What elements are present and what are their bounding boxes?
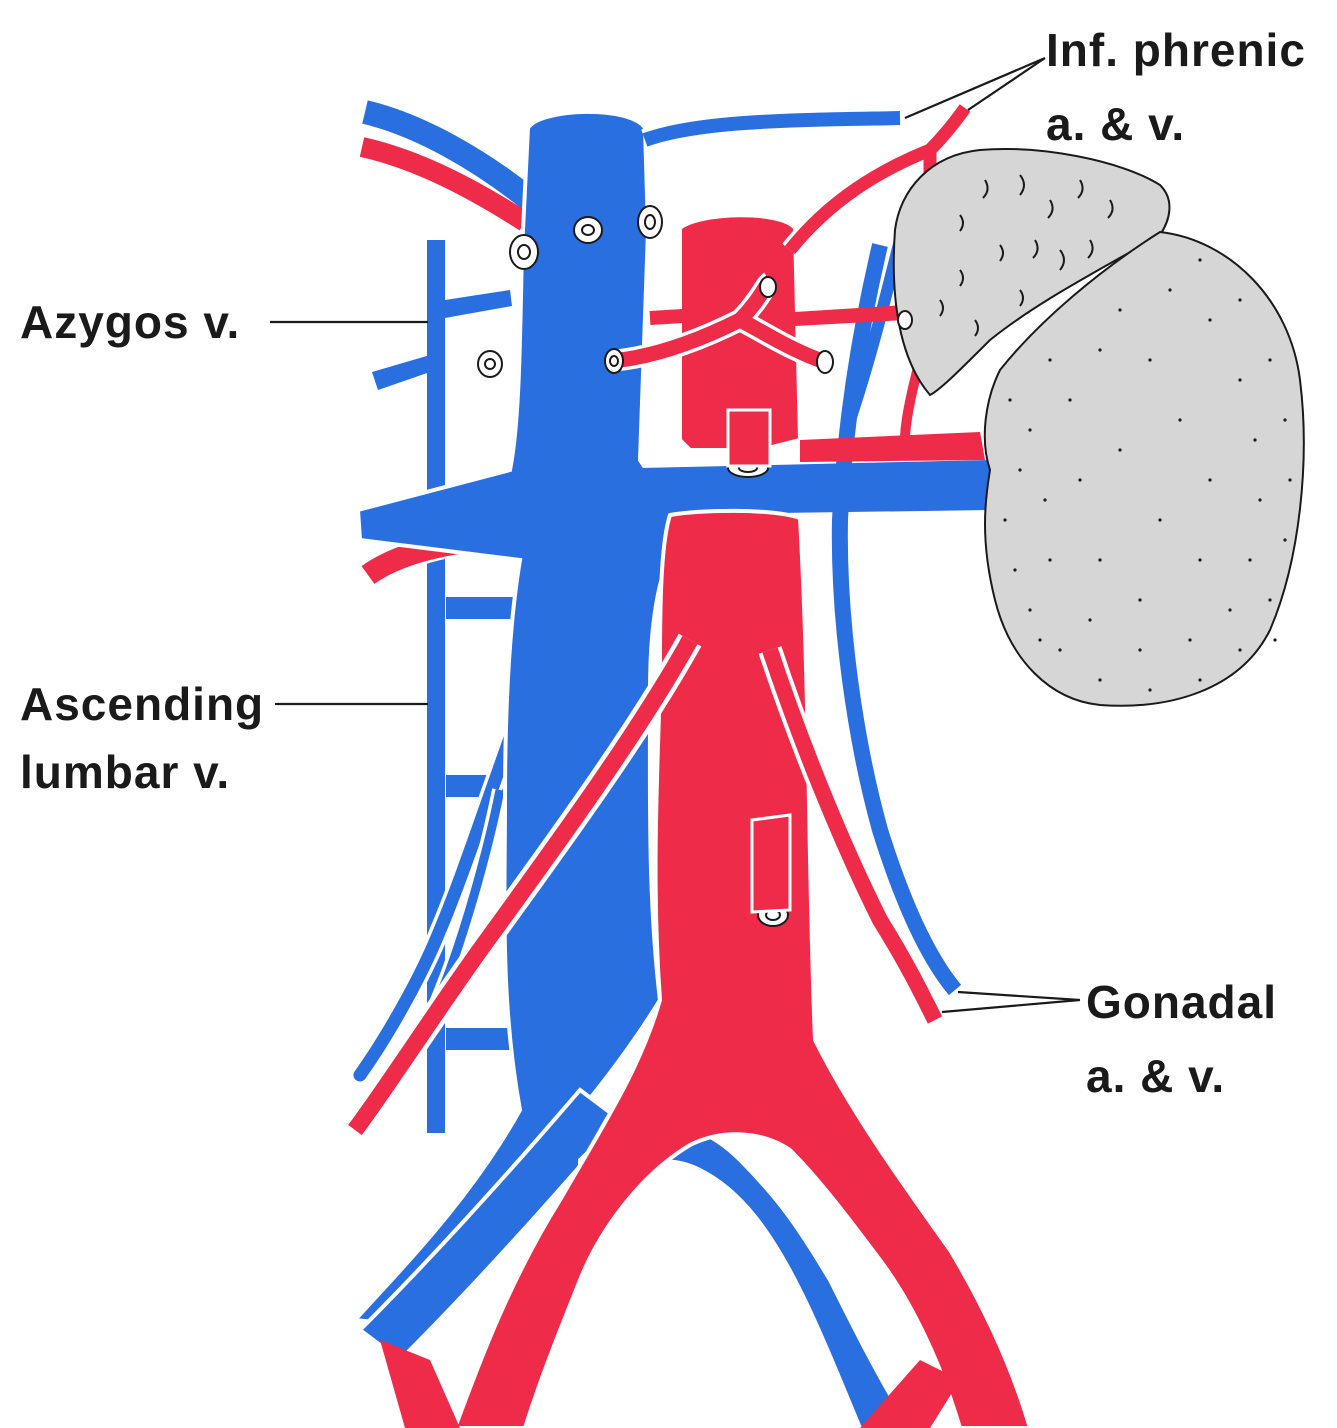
lumbar-connector-4 bbox=[446, 1028, 516, 1050]
ascending-lumbar-label-line1: Ascending bbox=[20, 678, 264, 730]
inf-phrenic-leader bbox=[905, 58, 1045, 118]
suprarenal-artery bbox=[795, 305, 905, 326]
celiac-upper-branch bbox=[650, 315, 700, 318]
intercostal-vein-branch bbox=[372, 355, 430, 390]
left-iliac-artery-tail bbox=[380, 1340, 460, 1428]
left-renal-vein bbox=[640, 460, 990, 515]
ascending-lumbar-label-line2: lumbar v. bbox=[20, 746, 230, 798]
inferior-mesenteric-artery bbox=[752, 815, 790, 912]
gonadal-label-line1: Gonadal bbox=[1086, 976, 1277, 1028]
inf-phrenic-label-line1: Inf. phrenic bbox=[1046, 24, 1306, 76]
superior-mesenteric-artery bbox=[728, 410, 770, 466]
gonadal-leader bbox=[942, 992, 1080, 1012]
renal-artery bbox=[800, 432, 985, 462]
lumbar-connector-2 bbox=[446, 597, 516, 619]
inf-phrenic-label-line2: a. & v. bbox=[1046, 98, 1185, 150]
azygos-label: Azygos v. bbox=[20, 296, 240, 348]
azygos-upper-branch bbox=[445, 290, 512, 318]
gonadal-label-line2: a. & v. bbox=[1086, 1050, 1225, 1102]
